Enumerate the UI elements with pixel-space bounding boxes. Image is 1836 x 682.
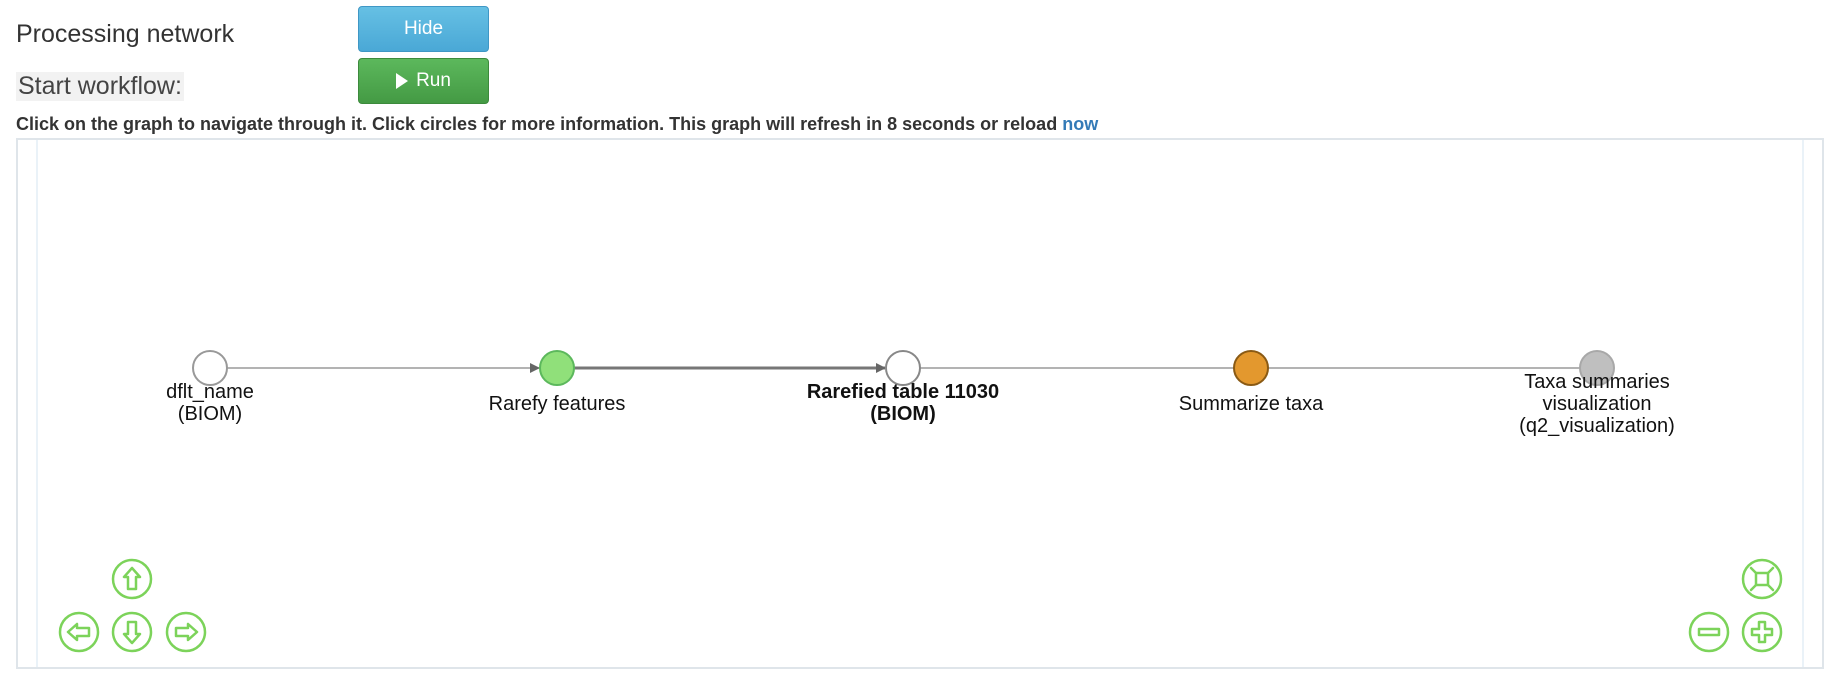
graph-instructions: Click on the graph to navigate through i…	[16, 114, 1098, 135]
graph-node-summarize[interactable]: Summarize taxa	[1179, 350, 1324, 415]
graph-node-label-taxa_viz-2: (q2_visualization)	[1519, 415, 1675, 437]
graph-node-rarefied[interactable]: Rarefied table 11030(BIOM)	[807, 350, 999, 425]
graph-node-label-taxa_viz-1: visualization	[1543, 393, 1652, 415]
graph-canvas-inner	[36, 140, 1804, 667]
graph-instructions-text: Click on the graph to navigate through i…	[16, 114, 1063, 134]
graph-node-circle-dflt[interactable]	[192, 350, 228, 386]
graph-node-circle-rarefy[interactable]	[539, 350, 575, 386]
graph-node-label-taxa_viz-0: Taxa summaries	[1524, 371, 1670, 393]
zoom-in-icon[interactable]	[1741, 611, 1783, 653]
graph-node-label-summarize-0: Summarize taxa	[1179, 393, 1324, 415]
pan-right-icon[interactable]	[165, 611, 207, 653]
processing-network-label: Processing network	[16, 20, 235, 48]
zoom-fit-icon[interactable]	[1741, 558, 1783, 600]
graph-node-label-rarefied-0: Rarefied table 11030	[807, 381, 999, 403]
graph-node-label-dflt-1: (BIOM)	[178, 403, 242, 425]
graph-node-rarefy[interactable]: Rarefy features	[489, 350, 626, 415]
hide-button-label: Hide	[403, 18, 444, 39]
hide-button[interactable]: Hide	[358, 6, 489, 52]
start-workflow-label: Start workflow:	[16, 72, 184, 101]
zoom-out-icon[interactable]	[1688, 611, 1730, 653]
graph-node-label-rarefied-1: (BIOM)	[870, 403, 936, 425]
graph-node-label-rarefy-0: Rarefy features	[489, 393, 626, 415]
graph-node-circle-rarefied[interactable]	[885, 350, 921, 386]
pan-down-icon[interactable]	[111, 611, 153, 653]
graph-node-circle-summarize[interactable]	[1233, 350, 1269, 386]
graph-node-circle-taxa_viz[interactable]	[1579, 350, 1615, 386]
run-button-label: Run	[416, 70, 451, 91]
run-button[interactable]: Run	[358, 58, 489, 104]
pan-left-icon[interactable]	[58, 611, 100, 653]
graph-node-taxa_viz[interactable]: Taxa summariesvisualization(q2_visualiza…	[1519, 350, 1675, 437]
graph-canvas[interactable]	[16, 138, 1824, 669]
reload-now-link[interactable]: now	[1062, 114, 1099, 134]
pan-up-icon[interactable]	[111, 558, 153, 600]
graph-node-dflt[interactable]: dflt_name(BIOM)	[166, 350, 254, 425]
play-icon	[396, 73, 409, 89]
graph-node-label-dflt-0: dflt_name	[166, 381, 254, 403]
